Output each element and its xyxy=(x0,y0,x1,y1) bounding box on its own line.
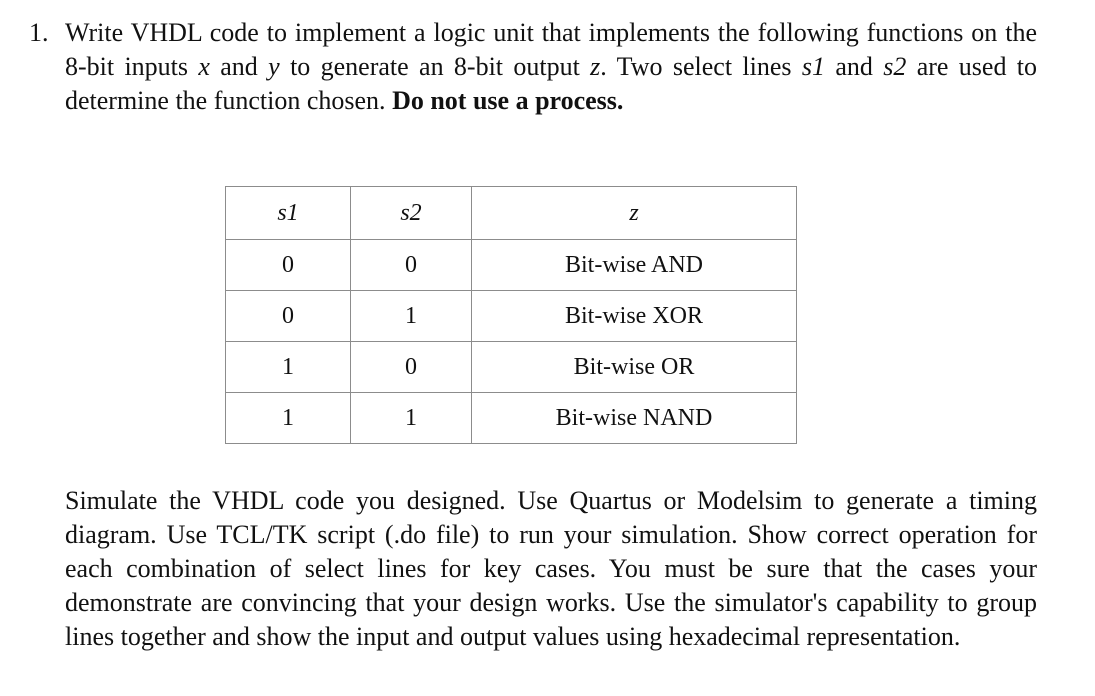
variable-s2: s2 xyxy=(883,52,907,81)
question-intro: Write VHDL code to implement a logic uni… xyxy=(65,18,1037,81)
question-bold-instruction: Do not use a process. xyxy=(392,86,624,115)
cell-z: Bit-wise NAND xyxy=(471,392,797,444)
table-row: 1 0 Bit-wise OR xyxy=(225,341,797,393)
question-text: Write VHDL code to implement a logic uni… xyxy=(65,16,1037,118)
cell-z: Bit-wise OR xyxy=(471,341,797,393)
cell-s1: 0 xyxy=(225,290,351,342)
question-mid: to generate an 8-bit output xyxy=(279,52,591,81)
function-select-table: s1 s2 z 0 0 Bit-wise AND 0 1 Bit-wise XO… xyxy=(225,186,797,444)
variable-y: y xyxy=(268,52,280,81)
table-header-row: s1 s2 z xyxy=(225,186,797,240)
cell-s2: 1 xyxy=(350,290,472,342)
header-s1: s1 xyxy=(225,186,351,240)
cell-s2: 1 xyxy=(350,392,472,444)
question-end-text: are used to determine the function chose… xyxy=(65,52,1038,115)
cell-z: Bit-wise XOR xyxy=(471,290,797,342)
cell-s2: 0 xyxy=(350,341,472,393)
table-row: 1 1 Bit-wise NAND xyxy=(225,392,797,444)
header-s2: s2 xyxy=(350,186,472,240)
question-select-text: . Two select lines xyxy=(600,52,802,81)
cell-s1: 1 xyxy=(225,392,351,444)
variable-x: x xyxy=(198,52,210,81)
cell-s2: 0 xyxy=(350,239,472,291)
cell-z: Bit-wise AND xyxy=(471,239,797,291)
simulation-instructions: Simulate the VHDL code you designed. Use… xyxy=(65,486,1037,651)
variable-z: z xyxy=(590,52,601,81)
question-and-2: and xyxy=(824,52,884,81)
question-number: 1. xyxy=(29,18,49,47)
variable-s1: s1 xyxy=(801,52,825,81)
header-z: z xyxy=(471,186,797,240)
question-and: and xyxy=(209,52,269,81)
cell-s1: 1 xyxy=(225,341,351,393)
table-row: 0 0 Bit-wise AND xyxy=(225,239,797,291)
table-row: 0 1 Bit-wise XOR xyxy=(225,290,797,342)
cell-s1: 0 xyxy=(225,239,351,291)
